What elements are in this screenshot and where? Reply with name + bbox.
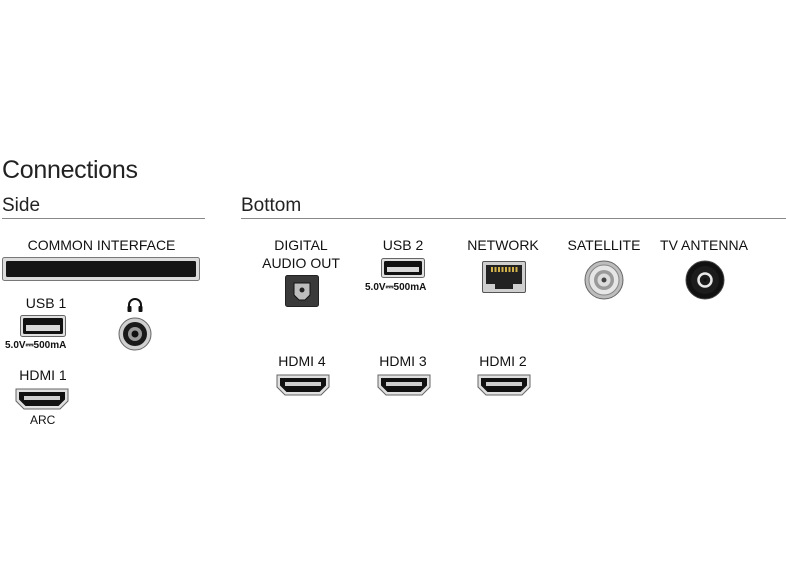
- hdmi1-arc-label: ARC: [30, 413, 56, 427]
- hdmi4-label: HDMI 4: [278, 353, 326, 369]
- common-interface-slot: [2, 257, 200, 281]
- common-interface-label: COMMON INTERFACE: [27, 237, 176, 253]
- usb1-spec: 5.0V⎓500mA: [5, 340, 67, 351]
- usb2-spec: 5.0V⎓500mA: [365, 282, 427, 293]
- headphone-jack: [118, 317, 152, 351]
- hdmi1-port: [15, 388, 69, 410]
- optical-audio-port: [285, 275, 319, 307]
- side-section-label: Side: [2, 195, 41, 216]
- page-title: Connections: [2, 156, 138, 184]
- bottom-divider: [241, 218, 786, 219]
- hdmi2-port: [477, 374, 531, 396]
- hdmi3-label: HDMI 3: [379, 353, 427, 369]
- usb1-label: USB 1: [25, 295, 67, 311]
- usb2-port: [381, 258, 425, 278]
- network-label: NETWORK: [467, 237, 539, 253]
- hdmi4-port: [276, 374, 330, 396]
- digital-audio-out-label-line1: DIGITAL: [274, 237, 328, 253]
- usb2-label: USB 2: [382, 237, 424, 253]
- satellite-label: SATELLITE: [567, 237, 641, 253]
- hdmi1-label: HDMI 1: [19, 367, 67, 383]
- side-divider: [2, 218, 205, 219]
- digital-audio-out-label-line2: AUDIO OUT: [262, 255, 340, 271]
- headphones-icon: [126, 297, 144, 313]
- hdmi2-label: HDMI 2: [479, 353, 527, 369]
- tv-antenna-label: TV ANTENNA: [660, 237, 748, 253]
- bottom-section-label: Bottom: [241, 195, 302, 216]
- tv-antenna-connector: [685, 260, 725, 300]
- usb1-port: [20, 315, 66, 337]
- satellite-connector: [584, 260, 624, 300]
- hdmi3-port: [377, 374, 431, 396]
- ethernet-port: [482, 261, 526, 293]
